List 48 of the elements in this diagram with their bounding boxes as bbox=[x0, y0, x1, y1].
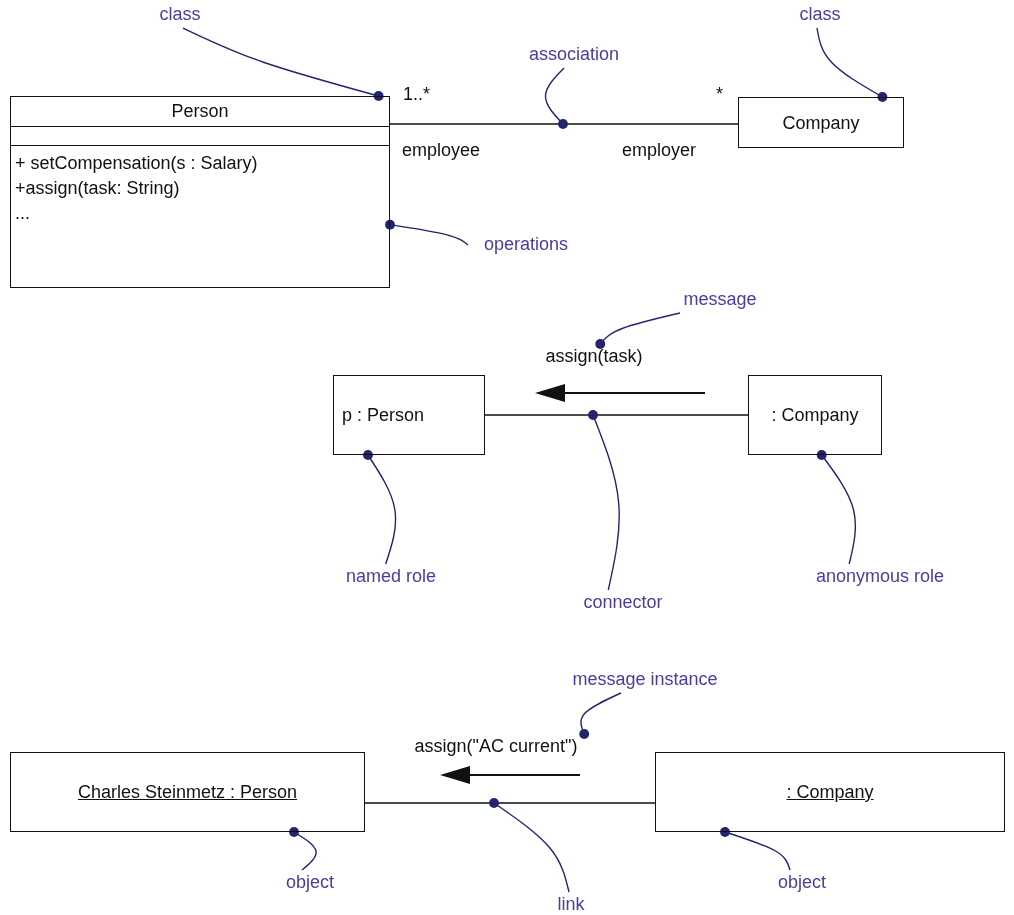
annotation: class bbox=[158, 4, 202, 25]
multiplicity: * bbox=[716, 84, 723, 105]
operation: ... bbox=[15, 203, 30, 224]
operation: +assign(task: String) bbox=[15, 178, 180, 199]
annotation: named role bbox=[344, 566, 438, 587]
object-box bbox=[655, 752, 1005, 832]
multiplicity: 1..* bbox=[403, 84, 431, 105]
annotation: object bbox=[776, 872, 827, 893]
class-name: Person bbox=[170, 101, 230, 122]
class-name: Company bbox=[781, 112, 861, 134]
role-name: employee bbox=[402, 140, 481, 161]
role-name: : Company bbox=[770, 405, 860, 426]
object-box bbox=[10, 752, 365, 832]
annotation: message instance bbox=[571, 669, 719, 690]
leader-line bbox=[544, 67, 568, 129]
annotation: link bbox=[556, 894, 586, 915]
leader-line bbox=[182, 27, 384, 101]
connector-line bbox=[484, 414, 749, 416]
class-box bbox=[738, 97, 904, 148]
message-label: assign(task) bbox=[544, 346, 644, 367]
leader-line bbox=[385, 219, 469, 246]
role-name: p : Person bbox=[342, 405, 426, 426]
annotation: association bbox=[527, 44, 621, 65]
leader-line bbox=[816, 27, 888, 102]
role-name: employer bbox=[622, 140, 697, 161]
annotation: object bbox=[284, 872, 335, 893]
leader-line bbox=[363, 450, 397, 565]
leader-line bbox=[588, 410, 620, 591]
class-box bbox=[10, 96, 390, 288]
leader-line bbox=[489, 798, 570, 893]
leader-line bbox=[816, 450, 857, 565]
annotation: message bbox=[682, 289, 758, 310]
leader-line bbox=[720, 827, 791, 871]
leader-line bbox=[289, 827, 317, 871]
connector-line bbox=[364, 802, 656, 804]
role-box bbox=[333, 375, 485, 455]
role-box bbox=[748, 375, 882, 455]
association-line bbox=[389, 123, 739, 125]
annotation: operations bbox=[482, 234, 570, 255]
annotation: class bbox=[798, 4, 842, 25]
object-name: Charles Steinmetz : Person bbox=[76, 782, 299, 803]
annotation: anonymous role bbox=[814, 566, 946, 587]
leader-line bbox=[579, 692, 622, 739]
leader-line bbox=[595, 312, 681, 349]
annotation: connector bbox=[582, 592, 664, 613]
operation: + setCompensation(s : Salary) bbox=[15, 153, 258, 174]
message-label: assign("AC current") bbox=[413, 736, 579, 757]
object-name: : Company bbox=[785, 782, 875, 803]
